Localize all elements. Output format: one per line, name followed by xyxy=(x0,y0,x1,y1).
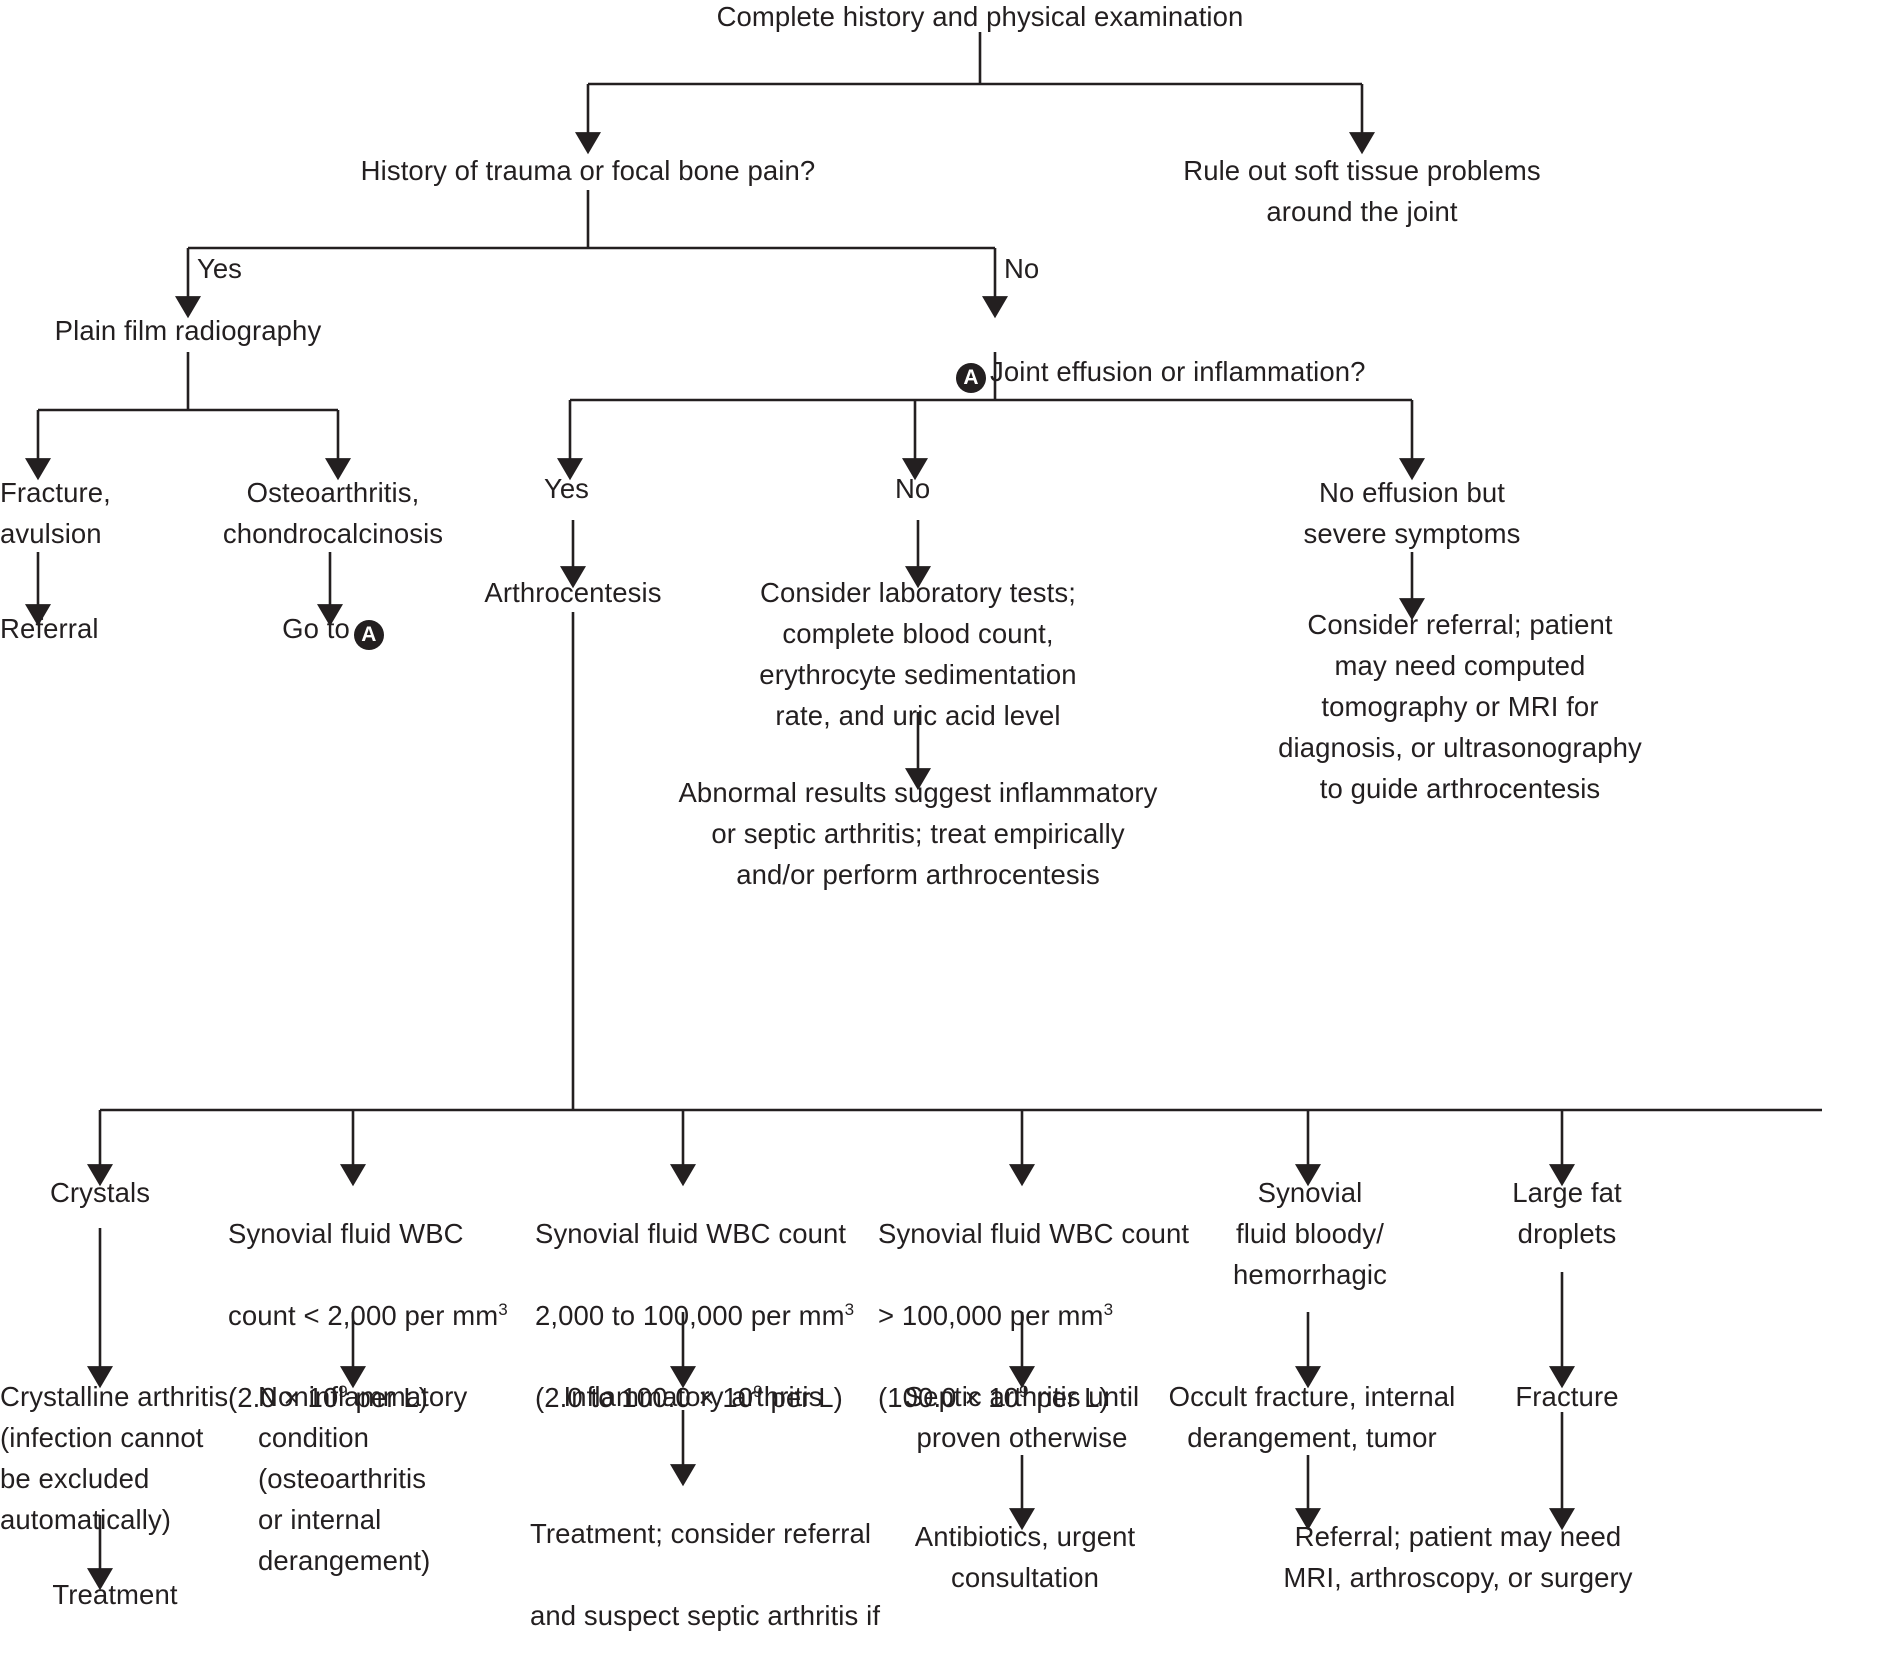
node-septic-arthritis: Septic arthritis until proven otherwise xyxy=(904,1381,1140,1453)
wbc-low-line2: count < 2,000 per mm3 xyxy=(228,1299,508,1331)
node-wbc-mid: Synovial fluid WBC count 2,000 to 100,00… xyxy=(535,1172,895,1459)
node-start: Complete history and physical examinatio… xyxy=(716,1,1244,32)
treatment-mid-line2: and suspect septic arthritis if xyxy=(530,1600,881,1631)
node-fracture-right: Fracture xyxy=(1515,1381,1619,1412)
node-effusion-question-label: Joint effusion or inflammation? xyxy=(990,356,1366,387)
wbc-mid-line2: 2,000 to 100,000 per mm3 xyxy=(535,1299,855,1331)
wbc-high-line2: > 100,000 per mm3 xyxy=(878,1299,1114,1331)
wbc-mid-line1: Synovial fluid WBC count xyxy=(535,1218,847,1249)
edge-label-effusion-no: No xyxy=(895,473,931,504)
node-occult-fracture: Occult fracture, internal derangement, t… xyxy=(1168,1381,1456,1453)
node-wbc-high: Synovial fluid WBC count > 100,000 per m… xyxy=(878,1172,1238,1459)
node-abnormal-results: Abnormal results suggest inflammatory or… xyxy=(678,777,1158,890)
node-trauma-question: History of trauma or focal bone pain? xyxy=(360,155,816,186)
node-fat-droplets: Large fat droplets xyxy=(1512,1177,1622,1249)
node-noninflammatory: Noninflammatory condition (osteoarthriti… xyxy=(258,1381,468,1576)
wbc-high-line3: (100.0 × 109 per L) xyxy=(878,1381,1109,1413)
node-plain-film: Plain film radiography xyxy=(54,315,322,346)
node-osteoarthritis-chondrocalcinosis: Osteoarthritis, chondrocalcinosis xyxy=(222,477,444,549)
node-fracture-avulsion: Fracture, avulsion xyxy=(0,477,111,549)
node-treatment-left: Treatment xyxy=(52,1579,178,1610)
node-crystals: Crystals xyxy=(49,1177,151,1208)
node-soft-tissue: Rule out soft tissue problems around the… xyxy=(1183,155,1541,227)
node-crystalline-arthritis: Crystalline arthritis (infection cannot … xyxy=(0,1381,229,1535)
node-bloody-hemorrhagic: Synovial fluid bloody/ hemorrhagic xyxy=(1233,1177,1387,1290)
edge-label-effusion-yes: Yes xyxy=(544,473,589,504)
node-no-effusion-severe: No effusion but severe symptoms xyxy=(1303,477,1521,549)
node-consider-referral-ct: Consider referral; patient may need comp… xyxy=(1278,609,1642,804)
badge-a-goto: A xyxy=(353,620,384,650)
node-referral-left: Referral xyxy=(0,613,99,644)
wbc-mid-line3: (2.0 to 100.0 × 109 per L) xyxy=(535,1381,843,1413)
node-wbc-low: Synovial fluid WBC count < 2,000 per mm3… xyxy=(228,1172,528,1459)
node-referral-mri: Referral; patient may need MRI, arthrosc… xyxy=(1283,1521,1633,1593)
edge-label-trauma-yes: Yes xyxy=(197,253,242,284)
node-inflammatory-arthritis: Inflammatory arthritis xyxy=(563,1381,823,1412)
treatment-mid-line1: Treatment; consider referral xyxy=(530,1518,872,1549)
node-lab-tests: Consider laboratory tests; complete bloo… xyxy=(759,577,1077,731)
go-to-a-prefix: Go to xyxy=(282,613,350,644)
wbc-low-line1: Synovial fluid WBC xyxy=(228,1218,464,1249)
node-arthrocentesis: Arthrocentesis xyxy=(484,577,662,608)
wbc-low-line3: (2.0 × 109 per L) xyxy=(228,1381,428,1413)
node-treatment-mid: Treatment; consider referral and suspect… xyxy=(530,1472,890,1653)
badge-a-effusion: A xyxy=(956,363,986,393)
edge-label-trauma-no: No xyxy=(1004,253,1040,284)
node-antibiotics: Antibiotics, urgent consultation xyxy=(914,1521,1136,1593)
wbc-high-line1: Synovial fluid WBC count xyxy=(878,1218,1190,1249)
